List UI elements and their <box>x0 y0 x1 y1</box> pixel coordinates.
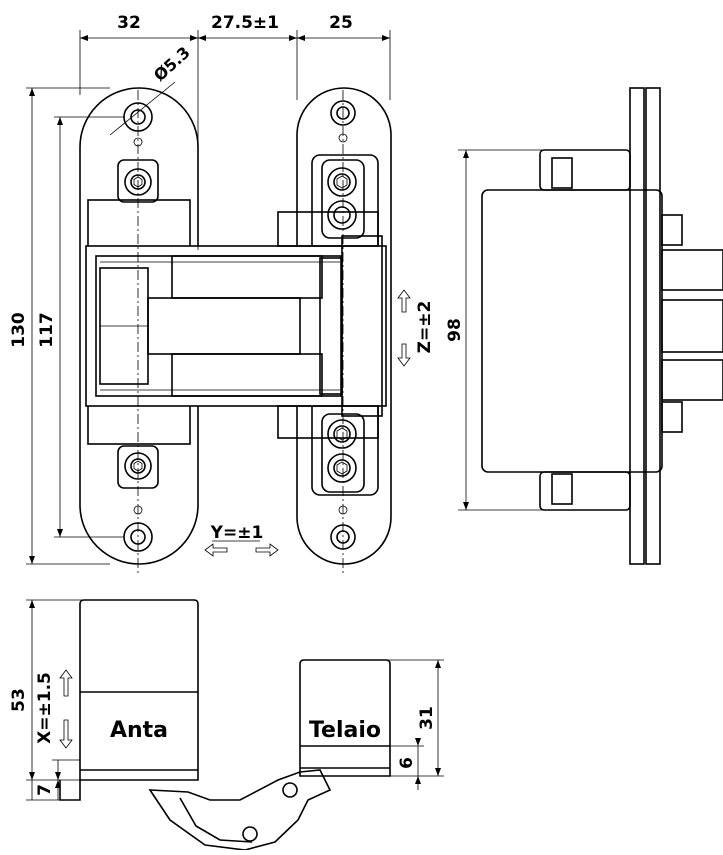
dim-overall-height: 130 <box>9 312 29 348</box>
front-view: 32 27.5±1 25 Ø5.3 130 117 Z=±2 Y=± <box>9 13 435 575</box>
y-adjust-arrows <box>204 543 279 557</box>
side-top-detail <box>551 157 573 189</box>
label-leaf: Anta <box>110 718 168 743</box>
dim-leaf-depth: 53 <box>9 688 29 712</box>
dim-frame-offset: 6 <box>397 757 417 769</box>
left-vertical-dimension-lines <box>26 87 124 565</box>
section-right-dimension-lines <box>386 659 444 790</box>
label-frame: Telaio <box>309 718 381 743</box>
dim-frame-depth: 31 <box>417 706 437 730</box>
hole-leader <box>109 81 176 136</box>
side-flange-right <box>645 87 661 565</box>
side-arm-middle <box>661 299 723 353</box>
side-arm-lower <box>661 359 723 401</box>
z-adjust-arrows <box>397 289 411 367</box>
dim-top-middle: 27.5±1 <box>211 13 279 33</box>
dim-side-height: 98 <box>445 318 465 342</box>
dim-y-adjust: Y=±1 <box>210 523 264 543</box>
section-left-dimension-lines <box>26 599 84 801</box>
dim-bottom-offset: 7 <box>35 784 55 796</box>
side-view: 98 <box>445 87 723 565</box>
pivot-pin-1 <box>282 782 298 798</box>
side-upper-tab <box>661 214 683 246</box>
section-view: Anta Telaio 53 7 X=±1.5 <box>9 599 444 851</box>
dim-hole-diameter: Ø5.3 <box>150 43 194 85</box>
dim-x-adjust: X=±1.5 <box>35 672 55 744</box>
arm-linkage <box>148 769 332 851</box>
pivot-pin-2 <box>242 826 258 842</box>
dim-hole-spacing: 117 <box>37 312 57 348</box>
right-top-hole <box>330 100 356 143</box>
side-flange-left <box>629 87 645 565</box>
side-arm-upper <box>661 249 723 291</box>
side-bottom-detail <box>551 473 573 505</box>
x-adjust-arrows <box>59 669 73 749</box>
side-top-block <box>539 149 631 191</box>
dim-z-adjust: Z=±2 <box>415 301 435 354</box>
dim-top-right: 25 <box>329 13 353 33</box>
top-dimension-lines <box>79 30 391 250</box>
side-bottom-block <box>539 471 631 511</box>
side-height-dimension-lines <box>458 149 545 511</box>
side-lower-tab <box>661 401 683 433</box>
leaf-block <box>79 599 199 781</box>
side-main-body <box>481 189 663 473</box>
dim-top-left: 32 <box>117 13 141 33</box>
